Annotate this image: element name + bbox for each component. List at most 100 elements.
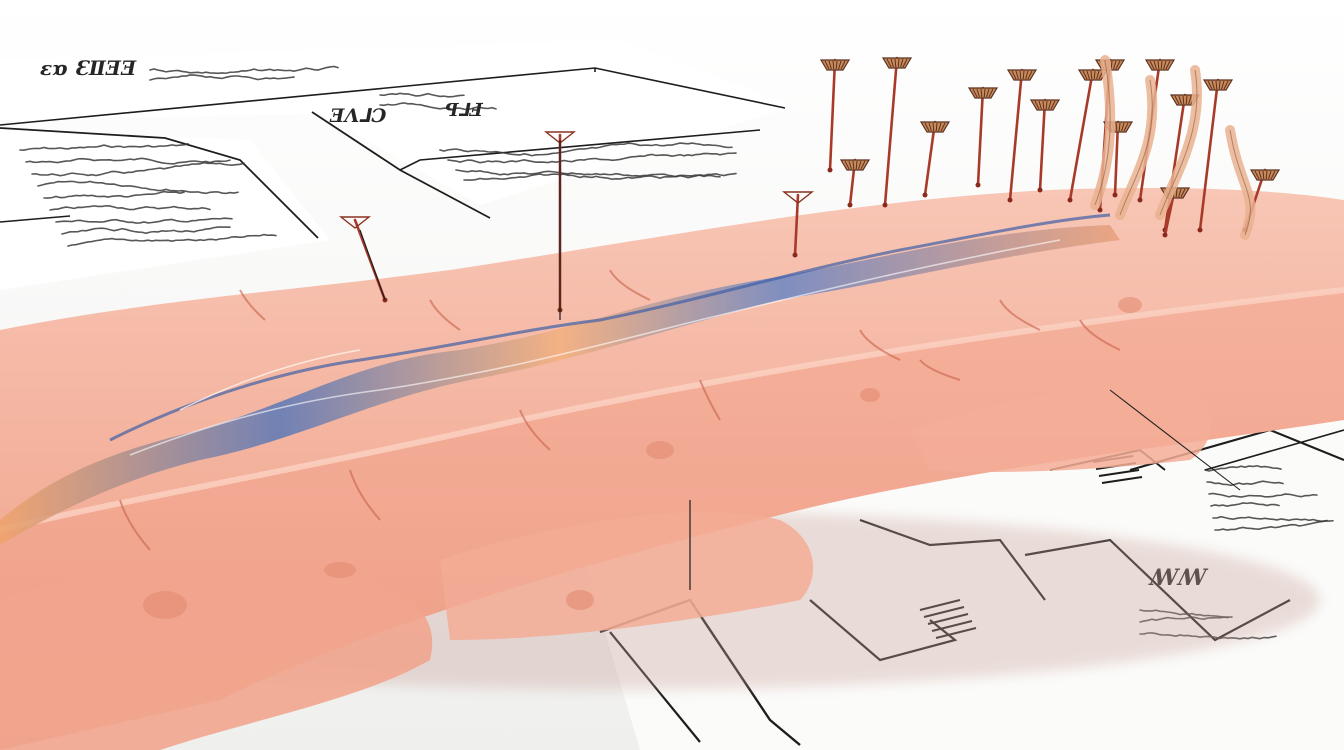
probe-pin-icon xyxy=(781,191,815,258)
hatch-line xyxy=(1101,476,1143,484)
probe-bristle xyxy=(1262,170,1265,180)
probe-bristle xyxy=(972,88,978,98)
tissue-crease xyxy=(429,299,461,331)
probe-tip xyxy=(1097,207,1103,213)
probe-bristle xyxy=(852,160,855,170)
probe-tip xyxy=(922,192,928,198)
probe-pin-icon xyxy=(1067,68,1109,203)
probe-bristle xyxy=(1019,70,1022,80)
probe-bristle xyxy=(1218,80,1221,90)
tissue-crease xyxy=(699,379,721,421)
probe-bristle xyxy=(1160,60,1163,70)
tissue-pit xyxy=(1118,297,1142,313)
center-text-line xyxy=(379,92,465,98)
probe-pins-group xyxy=(338,55,1281,313)
center-text-line xyxy=(379,102,497,111)
probe-tip xyxy=(827,167,833,173)
sketch-title-left: ɛɒ ƐⅡƎƎ xyxy=(40,56,137,80)
floor-text-line xyxy=(1214,519,1328,531)
probe-bristle xyxy=(890,58,894,68)
probe-bristle xyxy=(1090,70,1093,80)
probe-bristle xyxy=(924,122,930,132)
left-text-line xyxy=(149,65,339,75)
probe-bristle xyxy=(828,60,832,70)
probe-bristle xyxy=(1038,100,1042,110)
probe-pin-icon xyxy=(819,58,851,173)
probe-bristle xyxy=(900,58,904,68)
probe-bristle xyxy=(1174,95,1180,105)
probe-pin-icon xyxy=(1006,68,1038,203)
tissue-crease xyxy=(1079,319,1121,351)
probe-stem xyxy=(1008,68,1024,202)
floor-text-line xyxy=(1212,515,1334,523)
probe-pin-icon xyxy=(1029,98,1061,193)
probe-tip xyxy=(1162,232,1168,238)
probe-bristle xyxy=(1182,95,1185,105)
probe-bristle xyxy=(1185,95,1188,105)
probe-bristle xyxy=(1163,60,1167,70)
probe-tip xyxy=(1067,197,1073,203)
probe-tip xyxy=(792,252,798,258)
probe-bristle xyxy=(1149,60,1155,70)
bone-outline xyxy=(1119,79,1153,216)
probe-tip xyxy=(1007,197,1013,203)
tissue-crease xyxy=(859,329,901,361)
probe-pin-icon xyxy=(1197,78,1234,233)
probe-bristle xyxy=(858,160,862,170)
annotation-leader-lines xyxy=(359,140,1241,590)
probe-bristle xyxy=(860,160,866,170)
tissue-pit xyxy=(566,590,594,610)
probe-bristle xyxy=(1110,60,1113,70)
probe-stem xyxy=(793,193,800,257)
probe-bristle xyxy=(940,122,946,132)
probe-bristle xyxy=(1011,70,1017,80)
probe-bristle xyxy=(1093,70,1096,80)
probe-bristle xyxy=(840,60,846,70)
center-text-line xyxy=(463,173,721,181)
left-text-line xyxy=(49,204,211,211)
probe-tip xyxy=(975,182,981,188)
center-panel-text-lines xyxy=(379,92,737,181)
probe-bristle xyxy=(932,122,935,132)
tissue-pit xyxy=(324,562,356,578)
probe-bristle xyxy=(1121,122,1125,132)
probe-pin-icon xyxy=(839,158,871,208)
probe-bristle xyxy=(894,58,897,68)
probe-bristle xyxy=(1115,122,1118,132)
tissue-segment-creases xyxy=(119,269,1121,551)
probe-bristle xyxy=(1270,170,1276,180)
probe-tip xyxy=(1112,192,1118,198)
probe-bristle xyxy=(1096,70,1100,80)
center-text-line xyxy=(439,142,733,157)
probe-bristle xyxy=(1034,100,1040,110)
probe-stem xyxy=(883,56,899,207)
probe-bristle xyxy=(938,122,942,132)
probe-bristle xyxy=(886,58,892,68)
probe-bristle xyxy=(844,160,850,170)
hatch-line xyxy=(1098,469,1140,477)
probe-bristle xyxy=(976,88,980,98)
probe-bristle xyxy=(986,88,990,98)
probe-pin-icon xyxy=(919,120,951,198)
probe-stem xyxy=(976,86,985,187)
probe-bristle xyxy=(1165,60,1171,70)
center-text-line xyxy=(455,169,737,179)
left-text-line xyxy=(19,143,189,151)
left-text-line xyxy=(43,190,185,199)
vessel-streak xyxy=(0,213,1120,545)
probe-tip xyxy=(1197,227,1203,233)
probe-bristle xyxy=(1045,100,1048,110)
tissue-pit xyxy=(143,591,187,619)
probe-bristle xyxy=(824,60,830,70)
left-text-line xyxy=(31,161,245,177)
probe-bristle xyxy=(832,60,835,70)
probe-bristle xyxy=(1157,60,1160,70)
probe-stem xyxy=(1113,120,1120,197)
probe-bristle xyxy=(848,160,852,170)
left-text-line xyxy=(67,233,277,247)
probe-bristle xyxy=(835,60,838,70)
probe-bristle xyxy=(1042,100,1045,110)
probe-tip xyxy=(882,202,888,208)
tissue-crease xyxy=(349,469,381,521)
